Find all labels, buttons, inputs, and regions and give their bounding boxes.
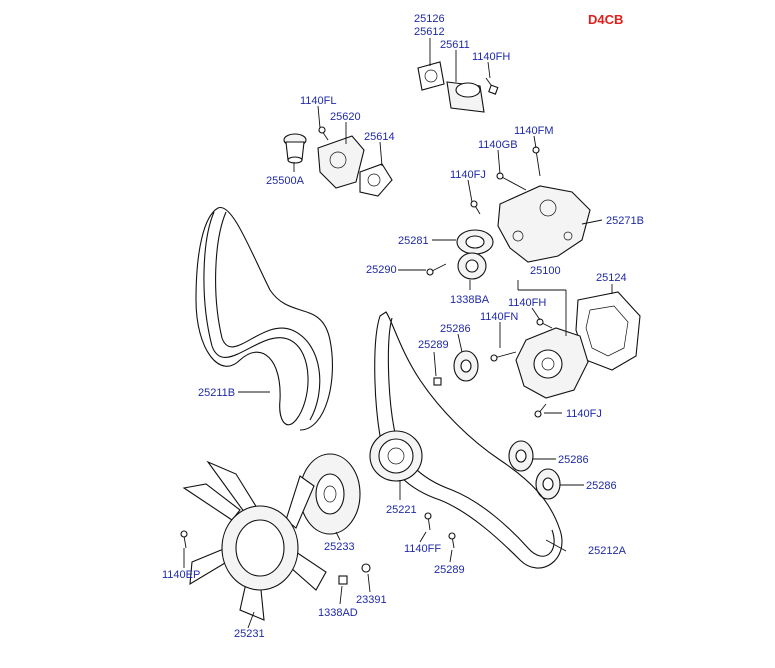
label-25286-c[interactable]: 25286 xyxy=(586,480,617,492)
label-25231[interactable]: 25231 xyxy=(234,628,265,640)
label-25124[interactable]: 25124 xyxy=(596,272,627,284)
nut-1338AD[interactable] xyxy=(338,575,348,585)
label-1140EP[interactable]: 1140EP xyxy=(162,569,200,581)
label-25289-a[interactable]: 25289 xyxy=(418,339,449,351)
cooling-fan-25231[interactable] xyxy=(182,460,327,621)
tensioner-bracket-25271B[interactable] xyxy=(497,185,591,263)
bolt-1140FM[interactable] xyxy=(532,146,541,177)
label-25614[interactable]: 25614 xyxy=(364,131,395,143)
gasket-25614[interactable] xyxy=(359,163,393,197)
label-25286-a[interactable]: 25286 xyxy=(440,323,471,335)
bolt-1140GB[interactable] xyxy=(496,172,527,191)
label-25233[interactable]: 25233 xyxy=(324,541,355,553)
part-labels: 25126 25612 25611 1140FH 1140FL 25620 25… xyxy=(162,13,644,640)
label-25281[interactable]: 25281 xyxy=(398,235,429,247)
tensioner-pulley-1338BA[interactable] xyxy=(457,252,487,280)
gasket-25126[interactable] xyxy=(417,61,445,91)
thermostat-housing-25620[interactable] xyxy=(317,135,365,189)
label-25286-b[interactable]: 25286 xyxy=(558,454,589,466)
idler-pulley-25286-b[interactable] xyxy=(508,440,534,472)
label-25290[interactable]: 25290 xyxy=(366,264,397,276)
label-25100[interactable]: 25100 xyxy=(530,265,561,277)
tensioner-25281[interactable] xyxy=(456,229,494,255)
bolt-1140FJ-top[interactable] xyxy=(470,200,481,215)
bolt-1140FL[interactable] xyxy=(318,126,329,141)
bolt-1140FN[interactable] xyxy=(490,351,517,362)
model-code: D4CB xyxy=(588,12,623,27)
v-belt-25211B[interactable] xyxy=(195,207,333,431)
label-25612[interactable]: 25612 xyxy=(414,26,445,38)
label-1140FF[interactable]: 1140FF xyxy=(404,543,441,555)
label-25126[interactable]: 25126 xyxy=(414,13,445,25)
label-1140FL[interactable]: 1140FL xyxy=(300,95,337,107)
label-23391[interactable]: 23391 xyxy=(356,594,387,606)
bolt-25289-b[interactable] xyxy=(448,532,456,549)
water-pump-25100[interactable] xyxy=(515,327,589,399)
label-1140FM[interactable]: 1140FM xyxy=(514,125,554,137)
washer-23391[interactable] xyxy=(361,563,371,573)
idler-pulley-25286-a[interactable] xyxy=(453,350,479,382)
label-1140GB[interactable]: 1140GB xyxy=(478,139,518,151)
label-25271B[interactable]: 25271B xyxy=(606,215,644,227)
label-1140FN[interactable]: 1140FN xyxy=(480,311,518,323)
leader-lines xyxy=(183,38,613,629)
bolt-25289-a[interactable] xyxy=(433,377,442,386)
label-25620[interactable]: 25620 xyxy=(330,111,361,123)
label-25500A[interactable]: 25500A xyxy=(266,175,305,187)
label-25221[interactable]: 25221 xyxy=(386,504,417,516)
label-1140FH-top[interactable]: 1140FH xyxy=(472,51,510,63)
crank-pulley-25221[interactable] xyxy=(369,430,423,482)
idler-pulley-25286-c[interactable] xyxy=(535,468,561,500)
bolt-1140FF[interactable] xyxy=(424,512,432,531)
bolt-1140FJ-mid[interactable] xyxy=(534,403,547,418)
bolt-1140FH-top[interactable] xyxy=(485,77,499,95)
label-1140FH-mid[interactable]: 1140FH xyxy=(508,297,546,309)
label-1338AD[interactable]: 1338AD xyxy=(318,607,358,619)
label-1140FJ-top[interactable]: 1140FJ xyxy=(450,169,486,181)
label-25289-b[interactable]: 25289 xyxy=(434,564,465,576)
label-25212A[interactable]: 25212A xyxy=(588,545,627,557)
thermostat-25500A[interactable] xyxy=(283,133,307,164)
label-25611[interactable]: 25611 xyxy=(440,39,470,51)
bolt-1140EP[interactable] xyxy=(180,530,188,549)
bolt-1140FH-mid[interactable] xyxy=(536,318,553,329)
water-outlet-pipe[interactable] xyxy=(446,81,485,113)
bolt-25290[interactable] xyxy=(426,263,447,276)
label-25211B[interactable]: 25211B xyxy=(198,387,235,399)
label-1338BA[interactable]: 1338BA xyxy=(450,294,490,306)
label-1140FJ-mid[interactable]: 1140FJ xyxy=(566,408,602,420)
